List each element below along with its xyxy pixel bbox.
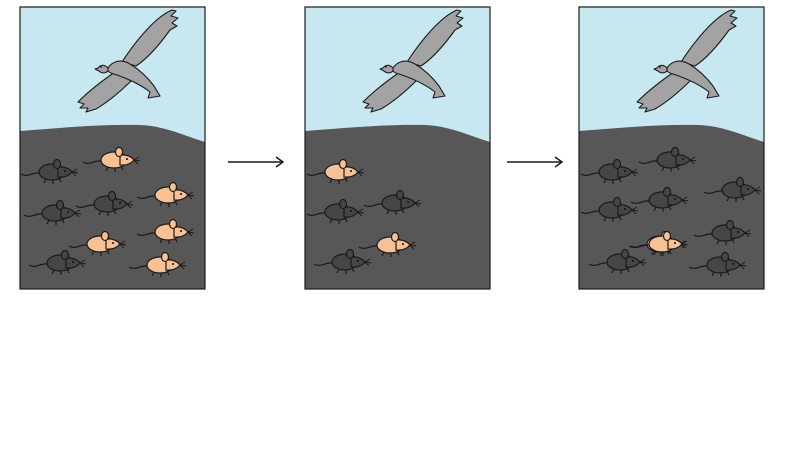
panel-3: [578, 6, 765, 290]
mouse-icon: [693, 219, 752, 245]
mouse-icon: [703, 176, 762, 202]
panel-border: [304, 6, 491, 290]
mouse-icon: [75, 190, 134, 216]
hawk-icon: [636, 9, 738, 113]
mouse-icon: [306, 198, 365, 224]
mouse-icon: [306, 158, 365, 184]
mouse-icon: [358, 231, 417, 257]
mouse-icon: [128, 251, 187, 277]
mouse-icon: [82, 146, 141, 172]
mouse-icon: [688, 251, 747, 277]
mouse-icon: [588, 248, 647, 274]
mouse-icon: [23, 199, 82, 225]
ground-area: [579, 124, 764, 289]
mouse-icon: [580, 196, 639, 222]
panel-border: [19, 6, 206, 290]
hawk-icon: [77, 9, 179, 113]
mouse-icon: [630, 186, 689, 212]
mouse-icon: [68, 230, 127, 256]
mouse-icon: [580, 158, 639, 184]
panels-group: [19, 6, 765, 290]
mouse-icon: [136, 218, 195, 244]
mouse-icon: [20, 158, 79, 184]
arrow-right-icon: [507, 156, 564, 168]
panel-2: [304, 6, 491, 290]
mouse-icon: [630, 230, 689, 256]
panel-border: [578, 6, 765, 290]
panel-1: [19, 6, 206, 290]
mouse-icon: [136, 181, 195, 207]
arrow-right-icon: [228, 156, 285, 168]
mouse-icon: [363, 189, 422, 215]
hawk-icon: [362, 9, 464, 113]
mouse-icon: [313, 248, 372, 274]
mouse-icon: [638, 146, 697, 172]
mouse-icon: [28, 249, 87, 275]
